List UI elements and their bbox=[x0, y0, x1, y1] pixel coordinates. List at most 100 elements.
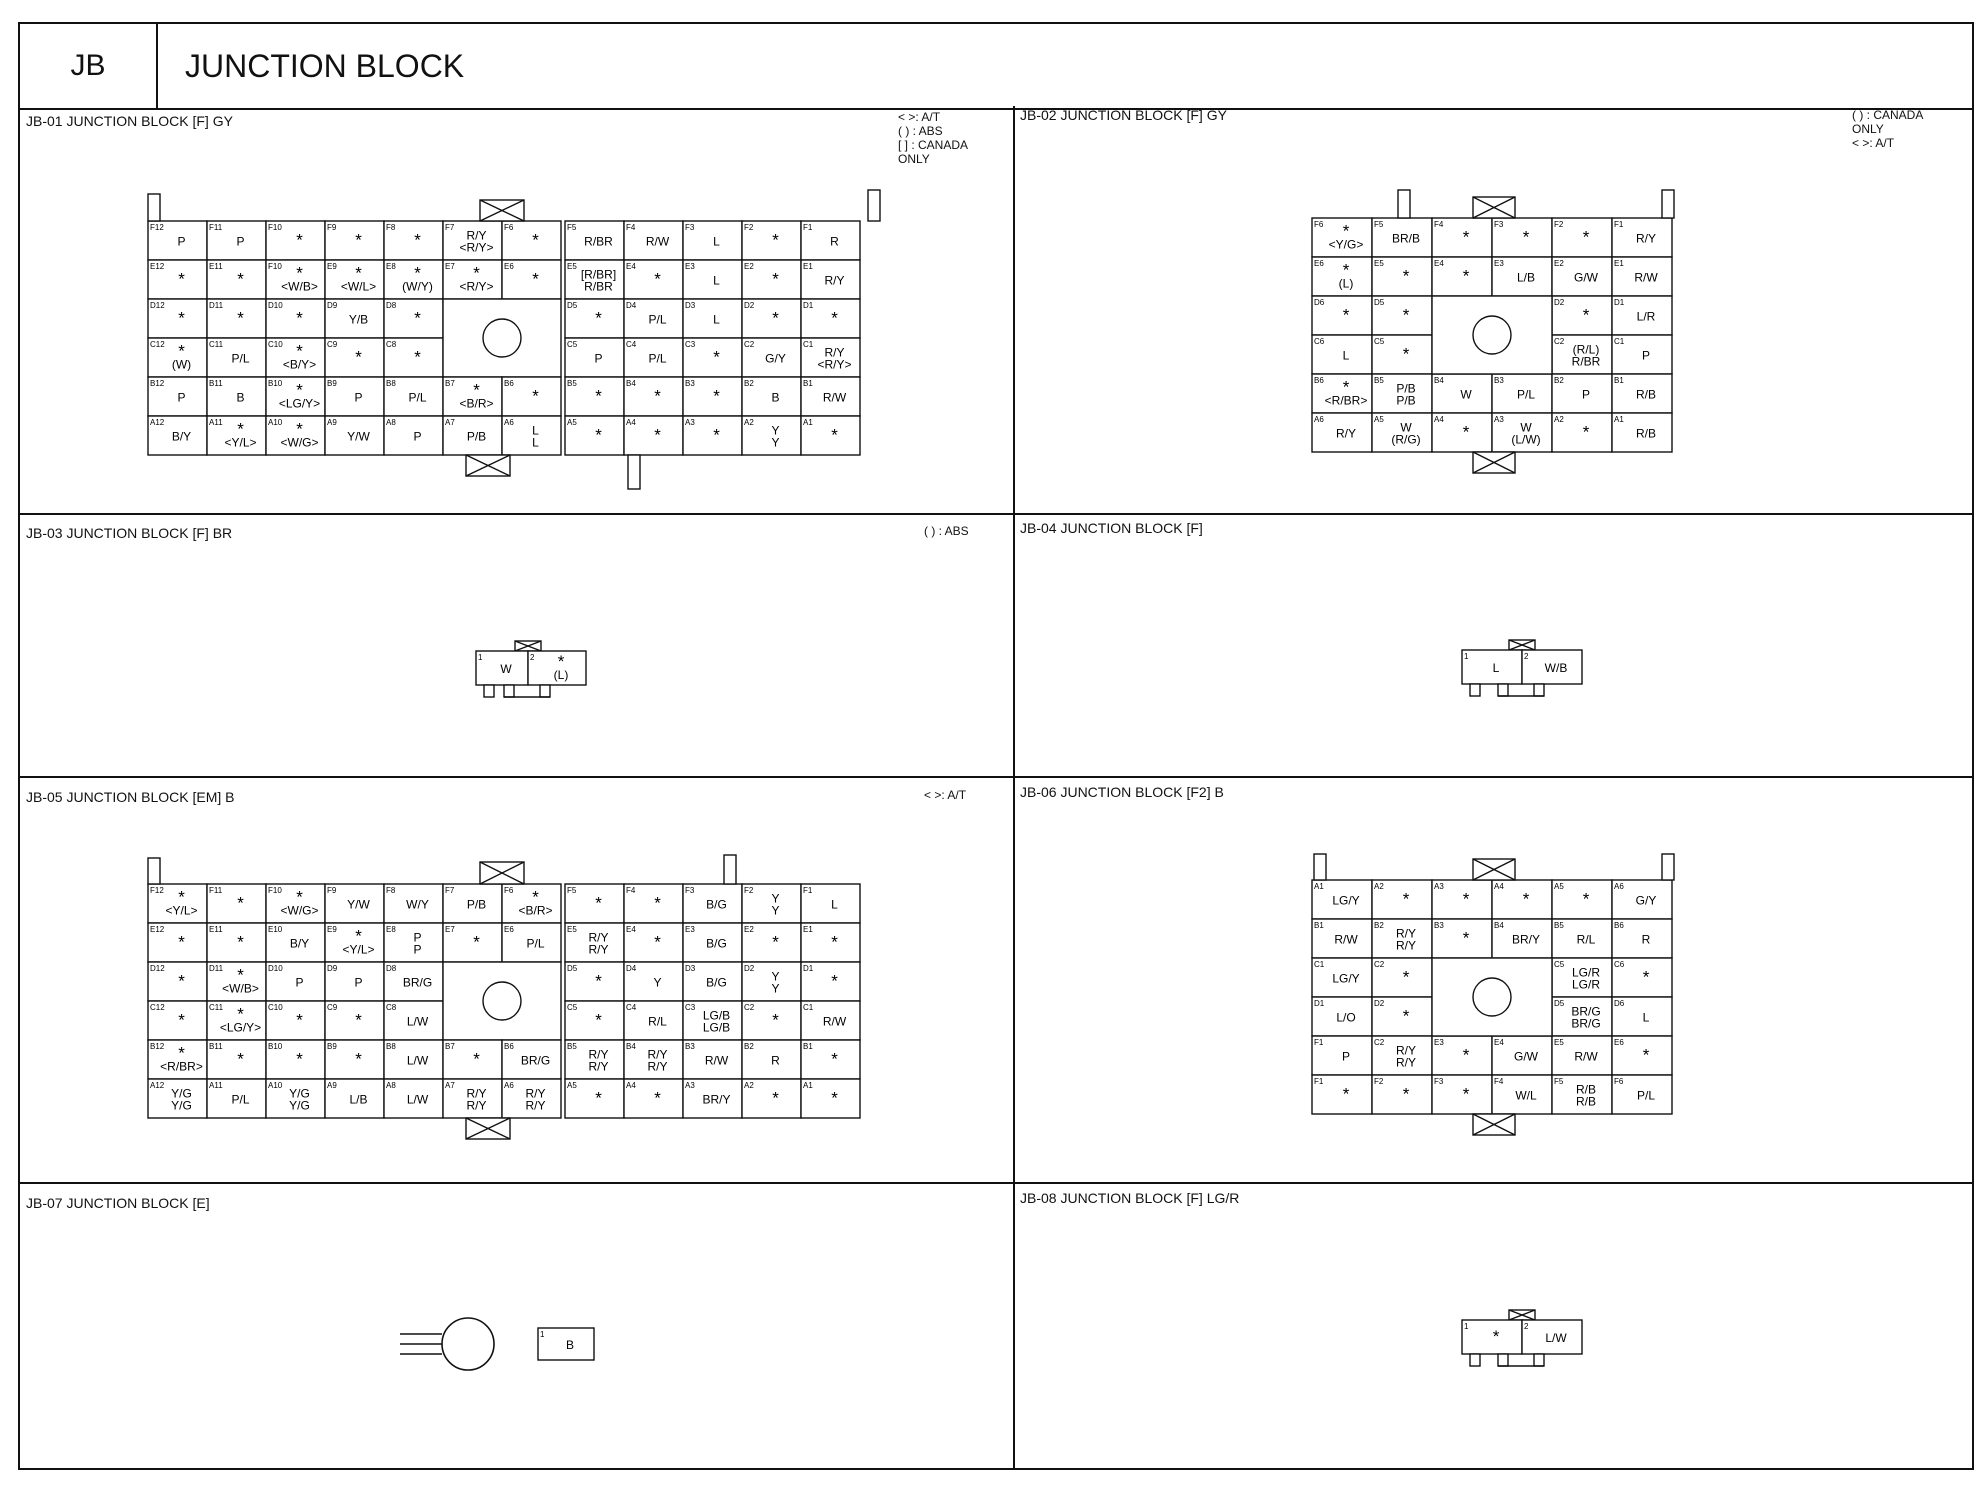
wire-color-label: <R/Y> bbox=[817, 358, 851, 372]
wire-color-label: LG/R bbox=[1572, 978, 1600, 992]
wire-color-label: * bbox=[1403, 306, 1410, 325]
wire-color-label: Y bbox=[771, 892, 779, 906]
pin-cell bbox=[623, 298, 684, 339]
wire-color-label: L bbox=[713, 274, 720, 288]
wire-color-label: P bbox=[354, 976, 362, 990]
pin-number: B1 bbox=[803, 379, 813, 388]
wire-color-label: R/Y bbox=[525, 1099, 545, 1113]
pin-cell bbox=[265, 415, 326, 456]
wire-color-label: (L/W) bbox=[1511, 433, 1540, 447]
pin-number: E2 bbox=[1554, 259, 1564, 268]
wire-color-label: L/W bbox=[407, 1093, 429, 1107]
wire-color-label: Y bbox=[771, 424, 779, 438]
pin-cell bbox=[1311, 256, 1373, 297]
pin-cell bbox=[1431, 918, 1493, 959]
wire-color-label: R/Y bbox=[1336, 427, 1356, 441]
pin-number: B5 bbox=[1554, 921, 1564, 930]
pin-cell bbox=[206, 883, 267, 924]
wire-color-label: * bbox=[654, 1089, 661, 1108]
pin-number: B6 bbox=[504, 1042, 514, 1051]
pin-number: B1 bbox=[1314, 921, 1324, 930]
pin-number: B4 bbox=[1434, 376, 1444, 385]
pin-cell bbox=[1611, 918, 1673, 959]
pin-cell bbox=[383, 337, 444, 378]
pin-cell bbox=[147, 220, 208, 261]
legend-jb03: ( ) : ABS bbox=[924, 524, 969, 538]
pin-cell bbox=[800, 1078, 861, 1119]
legend-line: ( ) : CANADA bbox=[1852, 108, 1924, 122]
pin-number: F2 bbox=[744, 886, 754, 895]
pin-cell bbox=[800, 298, 861, 339]
lock-tab bbox=[539, 684, 551, 698]
wire-color-label: B bbox=[771, 391, 779, 405]
pin-number: B5 bbox=[1374, 376, 1384, 385]
pin-number: F1 bbox=[1314, 1038, 1324, 1047]
lock-tab bbox=[1469, 683, 1481, 697]
wire-color-label: Y/W bbox=[347, 898, 370, 912]
pin-number: E2 bbox=[744, 925, 754, 934]
wire-color-label: LG/R bbox=[1572, 966, 1600, 980]
pin-number: D8 bbox=[386, 301, 397, 310]
legend-line: ONLY bbox=[898, 152, 930, 166]
wire-color-label: R/Y bbox=[466, 229, 486, 243]
pin-number: A8 bbox=[386, 1081, 396, 1090]
wire-color-label: * bbox=[831, 426, 838, 445]
wire-color-label: * bbox=[654, 387, 661, 406]
wire-color-label: L bbox=[831, 898, 838, 912]
wire-color-label: * bbox=[1523, 890, 1530, 909]
pin-cell bbox=[1371, 1074, 1433, 1115]
pin-cell bbox=[741, 1000, 802, 1041]
pin-number: D2 bbox=[1374, 999, 1385, 1008]
wire-color-label: G/W bbox=[1574, 271, 1599, 285]
wire-color-label: <LG/Y> bbox=[279, 397, 320, 411]
wire-color-label: * bbox=[237, 420, 244, 439]
pin-cell bbox=[682, 259, 743, 300]
pin-cell bbox=[383, 259, 444, 300]
pin-cell bbox=[324, 961, 385, 1002]
pin-cell bbox=[682, 376, 743, 417]
pin-number: B6 bbox=[1614, 921, 1624, 930]
latch-cross bbox=[1508, 639, 1536, 651]
pin-number: F5 bbox=[1374, 220, 1384, 229]
pin-number: F4 bbox=[1434, 220, 1444, 229]
legend-jb02: ( ) : CANADA ONLY < >: A/T bbox=[1852, 108, 1923, 150]
wire-color-label: LG/Y bbox=[1332, 972, 1359, 986]
wire-color-label: L/B bbox=[349, 1093, 367, 1107]
wire-color-label: Y bbox=[771, 982, 779, 996]
pin-number: C12 bbox=[150, 340, 165, 349]
pin-number: F10 bbox=[268, 886, 282, 895]
wire-color-label: * bbox=[178, 972, 185, 991]
wire-color-label: LG/Y bbox=[1332, 894, 1359, 908]
pin-number: E6 bbox=[504, 262, 514, 271]
wire-color-label: * bbox=[1403, 968, 1410, 987]
mounting-hole bbox=[1472, 977, 1512, 1017]
pin-cell bbox=[800, 961, 861, 1002]
wire-color-label: P/L bbox=[526, 937, 544, 951]
pin-cell bbox=[564, 259, 625, 300]
panel-title-jb02: JB-02 JUNCTION BLOCK [F] GY bbox=[1020, 107, 1227, 123]
pin-number: C10 bbox=[268, 340, 283, 349]
pin-number: 2 bbox=[530, 653, 535, 662]
wire-color-label: * bbox=[595, 426, 602, 445]
pin-number: A3 bbox=[685, 418, 695, 427]
panel-title-jb05: JB-05 JUNCTION BLOCK [EM] B bbox=[26, 789, 235, 805]
pin-cell bbox=[265, 883, 326, 924]
pin-number: B1 bbox=[803, 1042, 813, 1051]
pin-number: D3 bbox=[685, 964, 696, 973]
pin-number: F5 bbox=[1554, 1077, 1564, 1086]
lock-tab bbox=[1469, 1353, 1481, 1367]
wire-color-label: * bbox=[1523, 228, 1530, 247]
wire-color-label: * bbox=[772, 933, 779, 952]
pin-cell bbox=[1611, 412, 1673, 453]
latch-cross bbox=[1472, 858, 1516, 881]
wire-color-label: P/L bbox=[648, 352, 666, 366]
pin-cell bbox=[265, 337, 326, 378]
wire-color-label: W bbox=[500, 662, 512, 676]
wire-color-label: (L) bbox=[554, 668, 569, 682]
page-header: JB JUNCTION BLOCK bbox=[20, 24, 1972, 110]
pin-number: F7 bbox=[445, 886, 455, 895]
wire-color-label: * bbox=[558, 652, 565, 671]
wire-color-label: * bbox=[296, 264, 303, 283]
pin-number: C2 bbox=[1554, 337, 1565, 346]
wire-color-label: Y/B bbox=[349, 313, 368, 327]
